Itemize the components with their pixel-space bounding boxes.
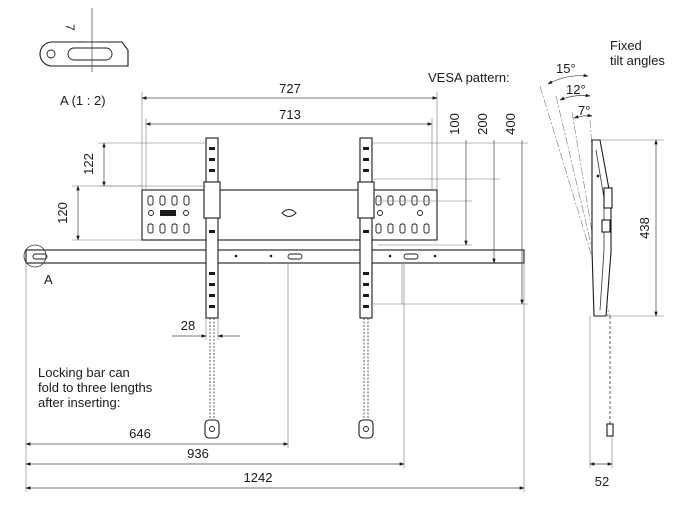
dim-vesa-400: 400	[372, 113, 528, 305]
wall-plate	[141, 189, 438, 241]
tilt-angle-15: 15°	[556, 61, 576, 76]
dim-122-label: 122	[81, 153, 96, 175]
dim-713-label: 713	[279, 107, 301, 122]
note-line-1: Locking bar can	[38, 365, 130, 380]
left-arm	[203, 137, 221, 439]
locking-bar-note: Locking bar can fold to three lengths af…	[38, 365, 153, 410]
detail-a-label: A (1 : 2)	[60, 93, 106, 108]
tilt-title-line-2: tilt angles	[610, 53, 665, 68]
dim-438-label: 438	[637, 217, 652, 239]
locking-bar: A	[23, 244, 525, 287]
dim-vesa-100: 100	[378, 113, 472, 246]
note-line-2: fold to three lengths	[38, 380, 153, 395]
detail-a-marker: A	[44, 272, 53, 287]
dim-120-label: 120	[55, 202, 70, 224]
dim-646: 646	[25, 426, 289, 446]
dim-vesa-200: 200	[372, 113, 500, 264]
dim-vesa-400-label: 400	[503, 113, 518, 135]
side-view: 15° 12° 7° Fixed tilt angles	[539, 38, 665, 437]
detail-dimension-7: 7	[63, 24, 77, 31]
detail-a-view: 7 A (1 : 2)	[39, 8, 129, 108]
wall-plate-holes	[147, 195, 430, 234]
dim-1242: 1242	[25, 470, 525, 490]
dim-28-label: 28	[181, 318, 195, 333]
note-line-3: after inserting:	[38, 395, 120, 410]
dim-52-label: 52	[595, 474, 609, 489]
dim-727-label: 727	[279, 81, 301, 96]
dim-936: 936	[25, 446, 405, 466]
dim-vesa-200-label: 200	[475, 113, 490, 135]
dim-52: 52	[589, 316, 613, 489]
dim-727: 727	[141, 81, 438, 190]
dim-vesa-100-label: 100	[447, 113, 462, 135]
dim-646-label: 646	[129, 426, 151, 441]
vesa-pattern-label: VESA pattern:	[428, 70, 510, 85]
dim-713: 713	[145, 107, 433, 190]
dim-936-label: 936	[187, 446, 209, 461]
right-arm	[357, 137, 375, 439]
tilt-angle-12: 12°	[566, 82, 586, 97]
tilt-angle-7: 7°	[578, 103, 590, 118]
dim-122: 122	[81, 142, 206, 187]
dim-438: 438	[600, 139, 664, 317]
dim-28: 28	[172, 318, 240, 340]
dim-1242-label: 1242	[244, 470, 273, 485]
dim-120: 120	[55, 185, 142, 241]
tilt-title-line-1: Fixed	[610, 38, 642, 53]
